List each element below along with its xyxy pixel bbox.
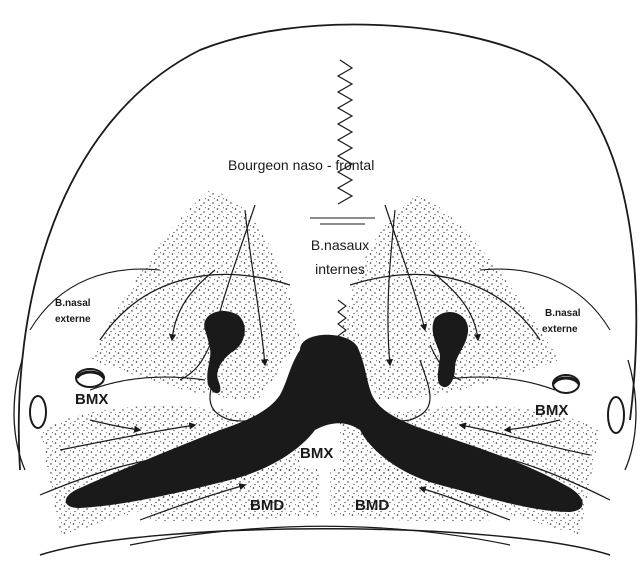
label-naso-frontal: Bourgeon naso - frontal <box>228 158 374 173</box>
midline-zigzag <box>338 60 352 204</box>
label-nasal-externe-left-line2: externe <box>55 314 91 325</box>
label-nasal-externe-right-line2: externe <box>542 324 578 335</box>
label-nasaux-internes-line1: B.nasaux <box>285 238 395 253</box>
label-bmx-left: BMX <box>75 392 108 409</box>
label-nasaux-internes-line2: internes <box>285 262 395 277</box>
label-nasal-externe-left-line1: B.nasal <box>55 298 91 309</box>
ear-left <box>30 396 46 428</box>
label-nasal-externe-right-line1: B.nasal <box>545 308 581 319</box>
ear-right <box>608 397 624 433</box>
label-bmd-left: BMD <box>250 498 284 515</box>
jaw-outline <box>40 529 610 555</box>
label-bmx-center: BMX <box>300 446 333 463</box>
label-bmx-right: BMX <box>535 403 568 420</box>
label-bmd-right: BMD <box>355 498 389 515</box>
